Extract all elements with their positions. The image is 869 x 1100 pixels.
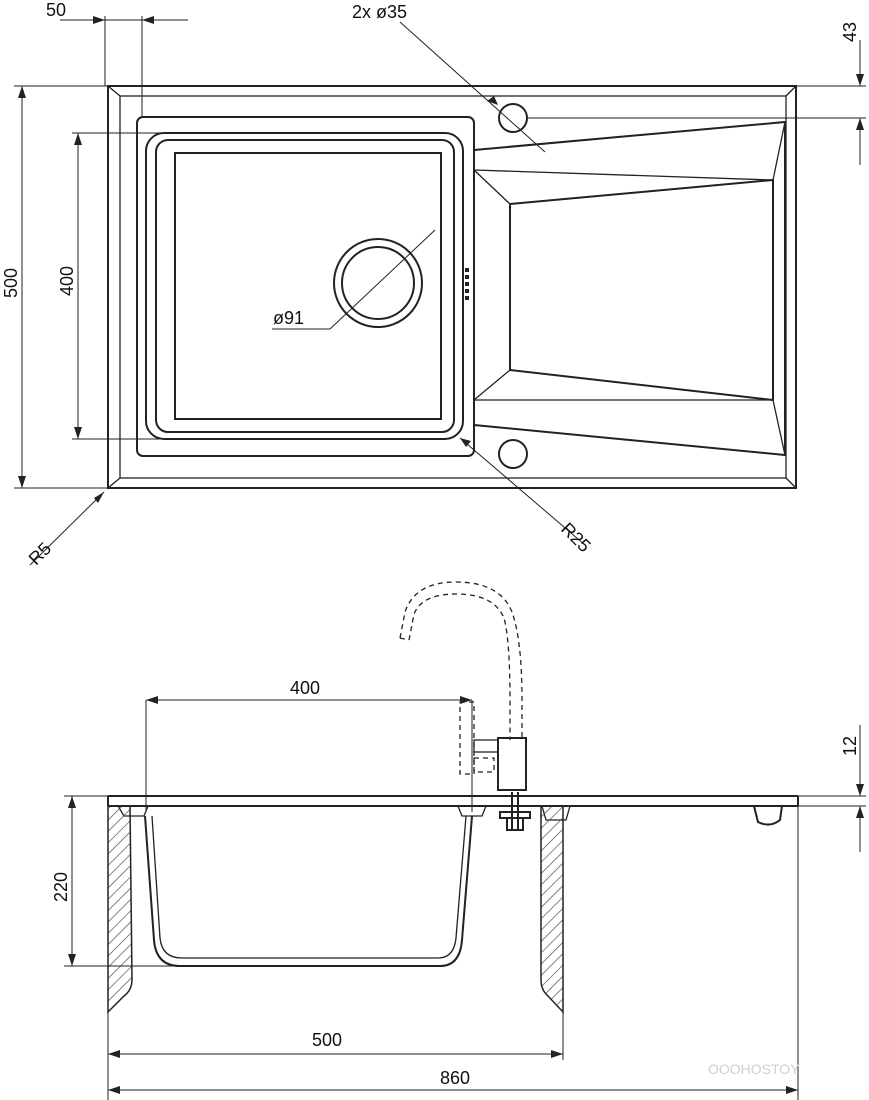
drain-outer xyxy=(333,238,423,328)
rim-thickness-label: 12 xyxy=(840,736,860,756)
depth-label: 220 xyxy=(51,872,71,902)
drain-diameter-label: ø91 xyxy=(273,308,304,328)
top-view: ø91 2x ø35 43 50 xyxy=(1,0,866,569)
bowl-radius-label: R25 xyxy=(557,519,594,556)
drainer-board xyxy=(473,120,786,457)
cabinet-width-label: 500 xyxy=(312,1030,342,1050)
cabinet-wall-right xyxy=(540,805,564,1014)
tap-hole-top xyxy=(498,103,528,133)
cabinet-wall-left xyxy=(107,805,133,1014)
tap-hole-bottom xyxy=(498,439,528,469)
total-length-label: 860 xyxy=(440,1068,470,1088)
drain-inner xyxy=(341,246,415,320)
faucet-body xyxy=(497,737,527,791)
edge-offset-label: 50 xyxy=(46,0,66,20)
sink-outer-outline xyxy=(107,85,797,489)
hole-offset-label: 43 xyxy=(840,22,860,42)
side-bowl-width-label: 400 xyxy=(290,678,320,698)
bowl-height-label: 400 xyxy=(57,266,77,296)
total-width-label: 500 xyxy=(1,268,21,298)
bowl-floor xyxy=(174,152,442,420)
side-bowl xyxy=(144,815,473,967)
bowl-edge xyxy=(145,132,464,440)
watermark: OOOHOSTOY xyxy=(708,1061,800,1077)
bowl-rim xyxy=(136,116,475,457)
faucet xyxy=(399,581,531,831)
tap-holes-label: 2x ø35 xyxy=(352,2,407,22)
outer-radius-label: R5 xyxy=(25,538,55,568)
side-view: 400 220 12 500 860 xyxy=(51,581,866,1100)
bowl-inner-edge xyxy=(155,139,455,433)
